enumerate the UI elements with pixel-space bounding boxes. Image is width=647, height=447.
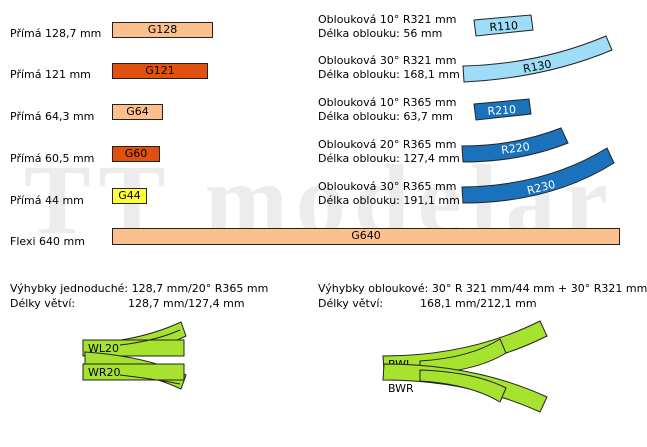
switch-wr20-straight (82, 363, 185, 381)
curved-piece-r130-code: R130 (522, 57, 553, 75)
curved-piece-r220-shape (461, 127, 569, 163)
switch-wr20-frog (119, 374, 181, 385)
straight-label-g44: Přímá 44 mm (10, 194, 84, 207)
switch-wr20-code: WR20 (88, 366, 121, 379)
switch-wl20-straight (82, 339, 185, 357)
curved-piece-r220: R220 (461, 127, 569, 163)
switch-wl20-code: WL20 (88, 342, 119, 355)
switches-curved-branch-label: Délky větví: (318, 297, 384, 310)
switches-simple-branch-value: 128,7 mm/127,4 mm (128, 297, 245, 310)
curved-piece-r210-shape (473, 98, 532, 121)
curved-r220-length: Délka oblouku: 127,4 mm (318, 152, 460, 165)
curved-piece-r230-shape (461, 147, 615, 204)
straight-label-g60: Přímá 60,5 mm (10, 152, 95, 165)
curved-r230-length: Délka oblouku: 191,1 mm (318, 194, 460, 207)
curved-piece-r110-shape (473, 14, 534, 37)
switch-wr20: WR20 (82, 351, 187, 390)
curved-r210-angle: Oblouková 10° R365 mm (318, 96, 457, 109)
straight-bar-g121: G121 (112, 63, 208, 79)
curved-r110-length: Délka oblouku: 56 mm (318, 27, 443, 40)
curved-piece-r220-code: R220 (500, 140, 530, 157)
curved-piece-r130: R130 (462, 35, 613, 83)
switch-bwr-inner (419, 369, 507, 403)
straight-bar-g64: G64 (112, 104, 163, 120)
curved-piece-r210-code: R210 (487, 103, 516, 118)
curved-piece-r130-shape (462, 35, 613, 83)
curved-piece-r110-code: R110 (489, 19, 518, 34)
flexi-label: Flexi 640 mm (10, 235, 85, 248)
switch-wl20: WL20 (82, 321, 187, 360)
switches-curved-spec: Výhybky obloukové: 30° R 321 mm/44 mm + … (318, 282, 647, 295)
straight-bar-g44: G44 (112, 188, 147, 204)
curved-piece-r210: R210 (473, 98, 532, 121)
straight-label-g64: Přímá 64,3 mm (10, 110, 95, 123)
switch-bwr: BWR (382, 363, 548, 413)
curved-r220-angle: Oblouková 20° R365 mm (318, 138, 457, 151)
flexi-bar: G640 (112, 228, 620, 245)
switches-simple-spec: Výhybky jednoduché: 128,7 mm/20° R365 mm (10, 282, 269, 295)
curved-r230-angle: Oblouková 30° R365 mm (318, 180, 457, 193)
switches-curved-branch-value: 168,1 mm/212,1 mm (420, 297, 537, 310)
curved-r210-length: Délka oblouku: 63,7 mm (318, 110, 453, 123)
curved-r130-angle: Oblouková 30° R321 mm (318, 54, 457, 67)
straight-label-g128: Přímá 128,7 mm (10, 27, 102, 40)
switches-simple-branch-label: Délky větví: (10, 297, 76, 310)
straight-bar-g128: G128 (112, 22, 213, 38)
straight-bar-g60: G60 (112, 146, 160, 162)
switch-bwr-code: BWR (388, 382, 414, 395)
switch-wl20-frog (119, 329, 181, 346)
straight-label-g121: Přímá 121 mm (10, 68, 91, 81)
curved-r130-length: Délka oblouku: 168,1 mm (318, 68, 460, 81)
curved-r110-angle: Oblouková 10° R321 mm (318, 13, 457, 26)
curved-piece-r110: R110 (473, 14, 534, 37)
